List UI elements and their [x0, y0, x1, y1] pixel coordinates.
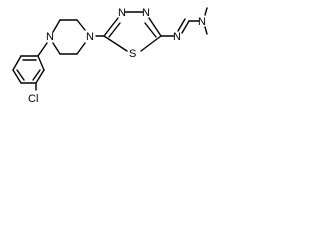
bond-n4-c5-double — [144, 22, 157, 38]
bond-c5-s — [140, 35, 162, 52]
bond-n-methyl-up — [204, 7, 208, 16]
atom-labels: N N S N N N N Cl — [28, 7, 206, 105]
bond-s-c2 — [103, 35, 128, 52]
bond-pip-n1-c — [76, 19, 86, 31]
bond-n-imine-ch-double — [177, 18, 186, 32]
molecule-diagram: N N S N N N N Cl — [0, 0, 208, 106]
bond-c2-n3-double — [108, 22, 121, 38]
chemical-structure: N N S N N N N Cl — [12, 7, 208, 105]
bond-c2-n3 — [103, 17, 119, 37]
bond-lines — [12, 7, 208, 91]
atom-n-imine: N — [173, 31, 181, 43]
bond-ph-5 — [12, 55, 22, 71]
bond-pip-c-n1-bottom — [76, 42, 86, 55]
atom-n-piperazine-top: N — [86, 31, 94, 43]
bond-pip-c-n4-top — [52, 19, 61, 33]
bond-pip-n4-c-bottom — [52, 42, 61, 55]
bond-n-methyl-down — [204, 26, 208, 35]
atom-n-dimethyl: N — [198, 16, 206, 28]
bond-n4-c5 — [148, 17, 162, 37]
bond-ph-2-double — [32, 69, 41, 81]
atom-cl: Cl — [28, 93, 38, 105]
bond-n-phenyl — [37, 42, 48, 57]
bond-ph-1 — [37, 55, 45, 71]
bond-ph-2 — [35, 69, 45, 84]
atom-n4: N — [142, 7, 150, 19]
atom-s: S — [129, 48, 136, 60]
atom-n-piperazine-bottom: N — [46, 31, 54, 43]
bond-ph-4 — [12, 69, 22, 84]
bond-n-imine-ch — [181, 20, 190, 34]
atom-n3: N — [118, 7, 126, 19]
bond-ph-4-double — [16, 69, 25, 81]
